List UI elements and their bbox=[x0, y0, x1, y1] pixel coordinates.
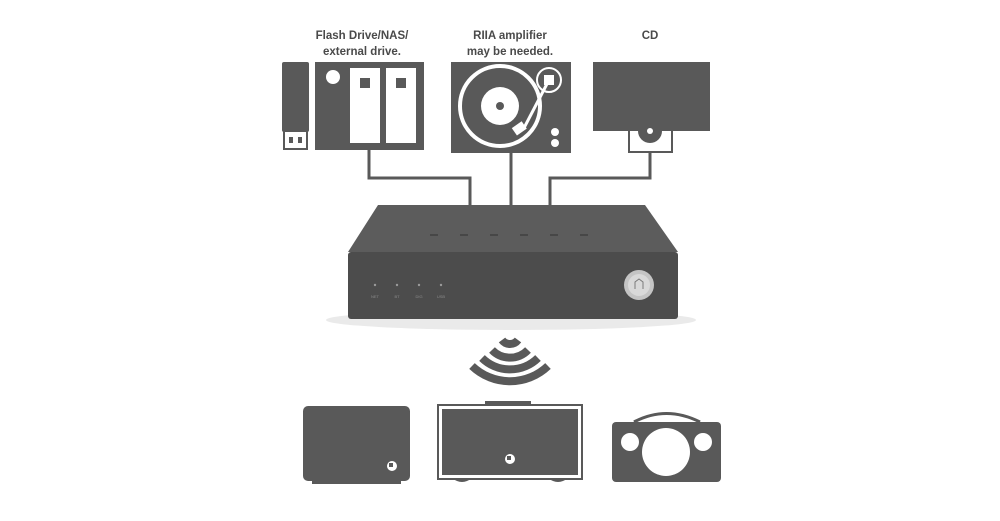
cables bbox=[367, 148, 652, 205]
turntable-icon bbox=[451, 62, 571, 153]
cable-cd bbox=[548, 148, 652, 205]
usb-stick-icon bbox=[282, 62, 309, 150]
streamer-leds bbox=[373, 283, 443, 287]
led-label-dig: DIG bbox=[415, 294, 422, 299]
cd-player-icon bbox=[593, 62, 710, 153]
nas-drive-icon bbox=[315, 62, 424, 150]
speaker-icon bbox=[303, 406, 410, 484]
soundbar-speaker-icon bbox=[437, 401, 583, 482]
streamer-top bbox=[348, 205, 678, 252]
streamer-device: NET BT DIG USB bbox=[326, 205, 696, 330]
wireless-signal-icon bbox=[469, 337, 551, 386]
led-label-bt: BT bbox=[394, 294, 400, 299]
cable-nas bbox=[367, 148, 472, 205]
flash-nas-label: Flash Drive/NAS/ external drive. bbox=[315, 30, 409, 58]
retro-radio-icon bbox=[612, 412, 721, 482]
led-label-net: NET bbox=[371, 294, 380, 299]
streamer-front bbox=[348, 252, 678, 319]
cd-label: CD bbox=[641, 30, 659, 42]
turntable-label: RIIA amplifier may be needed. bbox=[466, 30, 554, 58]
power-knob bbox=[624, 270, 654, 300]
led-label-usb: USB bbox=[437, 294, 446, 299]
